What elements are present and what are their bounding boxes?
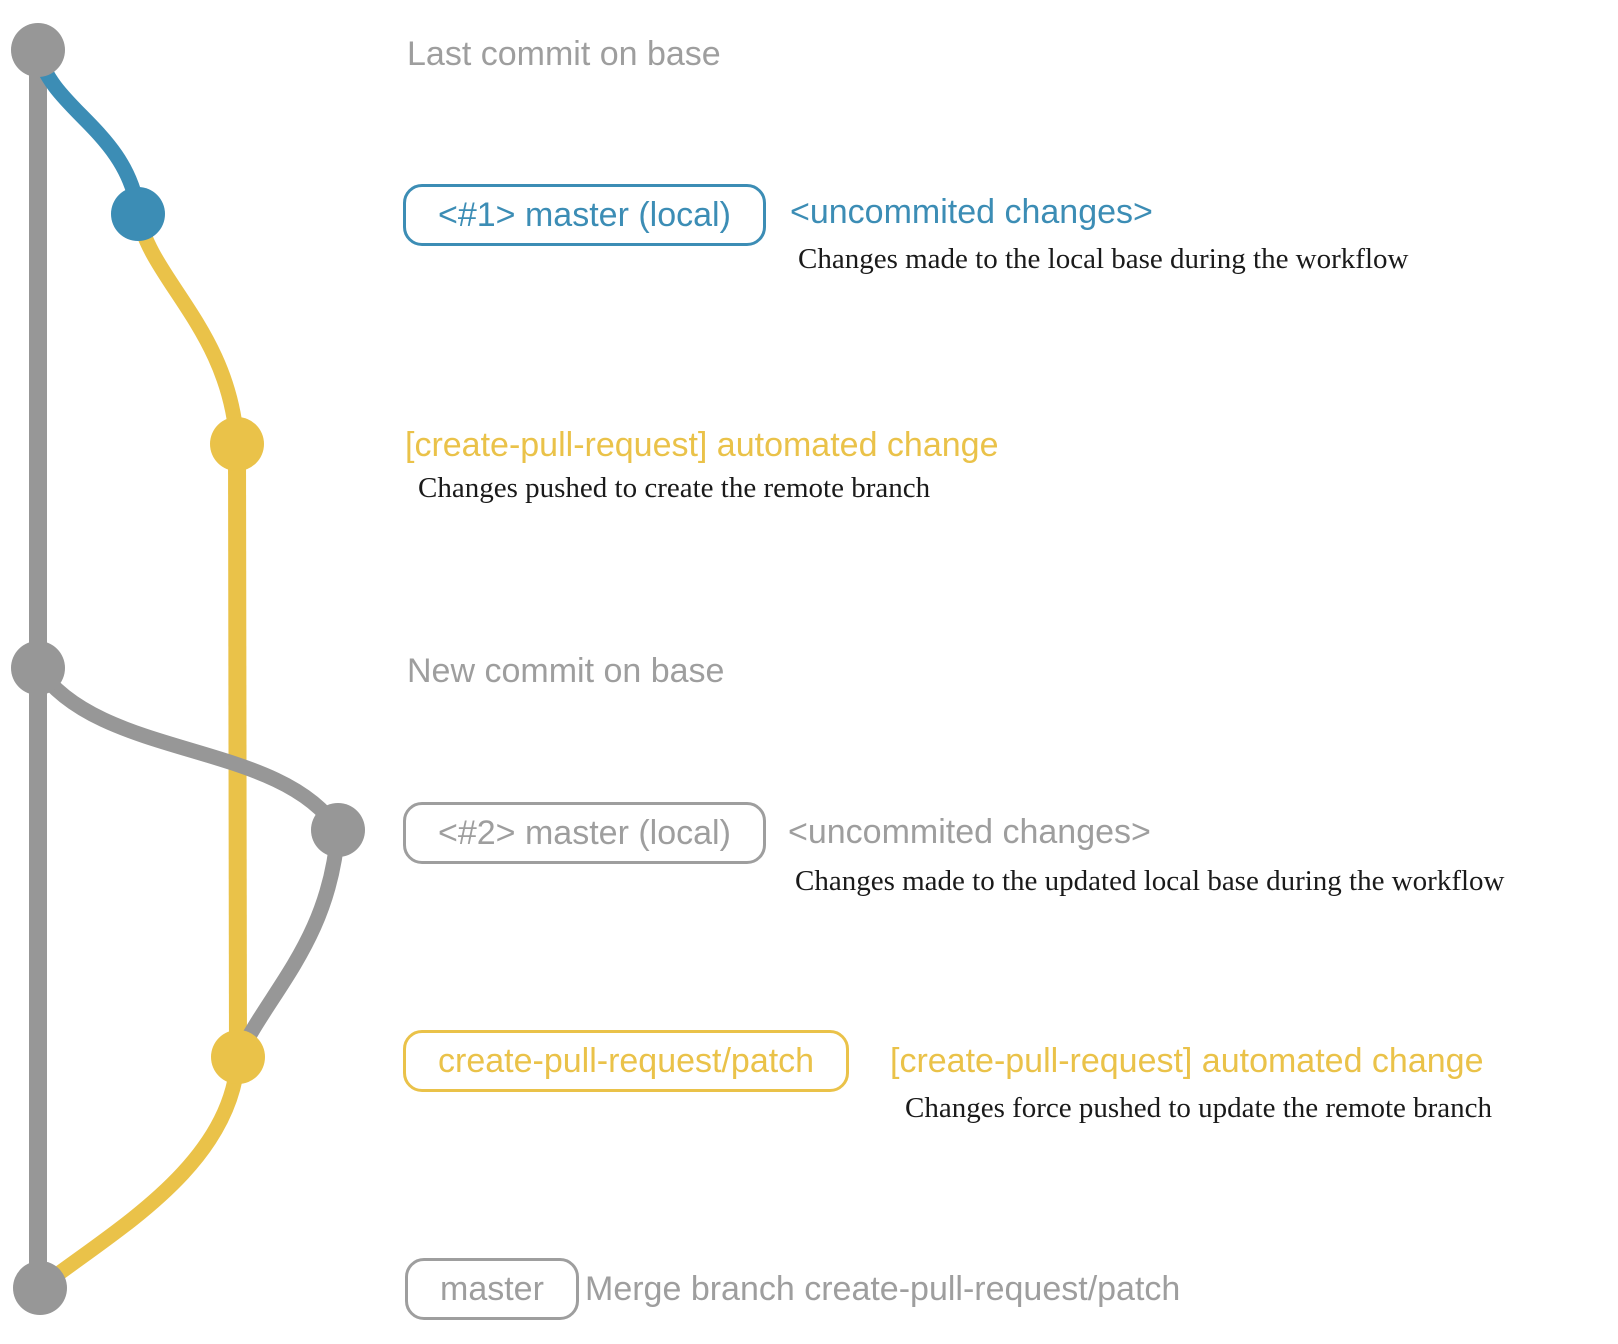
commit-message-last-base: Last commit on base xyxy=(407,35,721,73)
branch-badge-local-2: <#2> master (local) xyxy=(403,802,766,864)
patch-branch-line xyxy=(228,443,247,1058)
commit-dot-last-base xyxy=(11,23,65,77)
commit-dot-local-1 xyxy=(111,187,165,241)
local2-to-patch-curve xyxy=(230,822,346,1065)
commit-dot-local-2 xyxy=(311,803,365,857)
annotation-local-1: Changes made to the local base during th… xyxy=(798,243,1409,275)
commit-dot-merge xyxy=(13,1261,67,1315)
branch-badge-patch: create-pull-request/patch xyxy=(403,1030,850,1092)
base-to-local2-curve xyxy=(30,660,346,838)
commit-dot-patch-1 xyxy=(210,417,264,471)
commit-message-local-1: <uncommited changes> xyxy=(790,193,1153,231)
branch-badge-local-1: <#1> master (local) xyxy=(403,184,766,246)
patch-merge-curve xyxy=(34,1049,246,1294)
commit-dot-patch-2 xyxy=(211,1030,265,1084)
annotation-patch-2: Changes force pushed to update the remot… xyxy=(905,1092,1493,1124)
commit-message-patch-2: [create-pull-request] automated change xyxy=(890,1042,1484,1080)
annotation-local-2: Changes made to the updated local base d… xyxy=(795,865,1505,897)
annotation-patch-1: Changes pushed to create the remote bran… xyxy=(418,472,931,504)
commit-message-local-2: <uncommited changes> xyxy=(788,813,1151,851)
branch-badge-master: master xyxy=(405,1258,579,1320)
commit-dot-new-base xyxy=(11,641,65,695)
commit-message-patch-1: [create-pull-request] automated change xyxy=(405,426,999,464)
commit-message-merge: Merge branch create-pull-request/patch xyxy=(585,1270,1181,1308)
commit-message-new-base: New commit on base xyxy=(407,652,725,690)
base-to-local1-curve xyxy=(30,44,146,218)
local1-to-patch-curve xyxy=(130,206,245,452)
